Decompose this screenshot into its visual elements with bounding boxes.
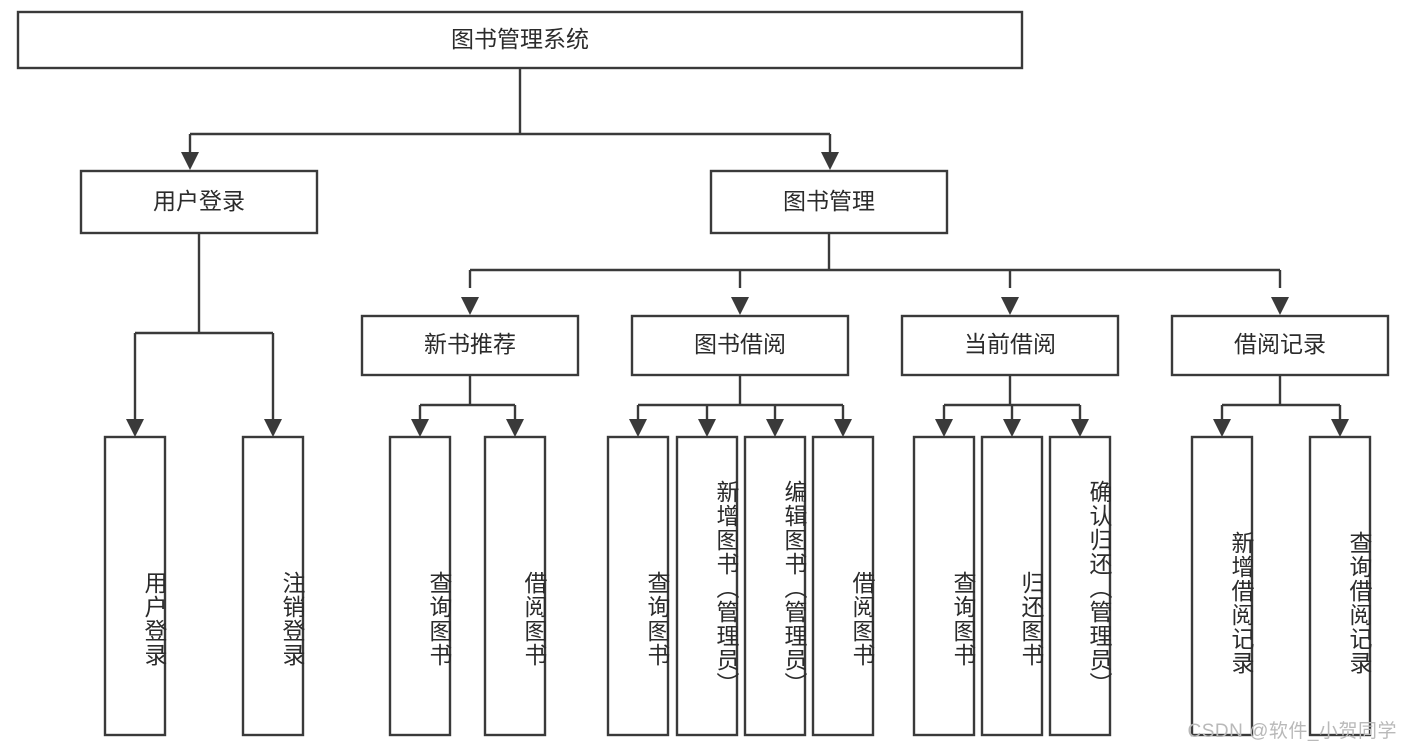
connector-group-root [181,68,839,170]
arrow-to-leaf-query-book-3 [935,419,953,437]
node-book-borrow[interactable]: 图书借阅 [630,314,850,377]
connector-group-borrow-record [1213,375,1349,437]
node-leaf-confirm-return-box[interactable] [1048,435,1112,737]
node-borrow-record-box[interactable] [1170,314,1390,377]
node-current-borrow-label: 当前借阅 [964,331,1056,357]
arrow-to-leaf-edit-book [766,419,784,437]
node-borrow-record[interactable]: 借阅记录 [1170,314,1390,377]
node-user-login-label: 用户登录 [153,188,245,214]
node-leaf-query-book-3-box[interactable] [912,435,976,737]
node-leaf-borrow-book-1-box[interactable] [483,435,547,737]
node-leaf-add-book-box[interactable] [675,435,739,737]
arrow-to-leaf-user-login [126,419,144,437]
node-root-box[interactable] [16,10,1024,70]
arrow-to-leaf-confirm-return [1071,419,1089,437]
arrow-to-leaf-query-book-1 [411,419,429,437]
connector-group-book-borrow [629,375,852,437]
node-leaf-add-record-box[interactable] [1190,435,1254,737]
node-leaf-logout-login-box[interactable] [241,435,305,737]
node-book-management-box[interactable] [709,169,949,235]
node-leaf-query-book-1-box[interactable] [388,435,452,737]
node-new-book-recommend[interactable]: 新书推荐 [360,314,580,377]
node-new-book-recommend-box[interactable] [360,314,580,377]
connector-group-book-management [461,233,1289,315]
node-user-login-box[interactable] [79,169,319,235]
arrow-to-leaf-return-book [1003,419,1021,437]
node-leaf-query-book-2-box[interactable] [606,435,670,737]
arrow-to-leaf-borrow-book-1 [506,419,524,437]
node-borrow-record-label: 借阅记录 [1234,331,1326,357]
node-user-login[interactable]: 用户登录 [79,169,319,235]
leaf-boxes [103,435,1372,737]
node-leaf-query-record-box[interactable] [1308,435,1372,737]
arrow-to-borrow-record [1271,297,1289,315]
arrow-to-leaf-add-book [698,419,716,437]
node-root-label: 图书管理系统 [451,26,589,52]
arrow-to-book-management [821,152,839,170]
node-leaf-return-book-box[interactable] [980,435,1044,737]
arrow-to-leaf-query-record [1331,419,1349,437]
arrow-to-leaf-borrow-book-2 [834,419,852,437]
node-root[interactable]: 图书管理系统 [16,10,1024,70]
node-new-book-recommend-label: 新书推荐 [424,331,516,357]
arrow-to-leaf-query-book-2 [629,419,647,437]
node-book-management-label: 图书管理 [783,188,875,214]
connector-group-user-login [126,233,282,437]
arrow-to-leaf-logout-login [264,419,282,437]
arrow-to-new-book-recommend [461,297,479,315]
node-book-borrow-box[interactable] [630,314,850,377]
node-current-borrow[interactable]: 当前借阅 [900,314,1120,377]
arrow-to-leaf-add-record [1213,419,1231,437]
node-leaf-borrow-book-2-box[interactable] [811,435,875,737]
node-leaf-edit-book-box[interactable] [743,435,807,737]
node-leaf-user-login-box[interactable] [103,435,167,737]
arrow-to-current-borrow [1001,297,1019,315]
node-current-borrow-box[interactable] [900,314,1120,377]
connector-group-new-book-recommend [411,375,524,437]
connector-group-current-borrow [935,375,1089,437]
watermark-label: CSDN @软件_小贺同学 [1187,721,1397,742]
arrow-to-book-borrow [731,297,749,315]
arrow-to-user-login [181,152,199,170]
node-book-borrow-label: 图书借阅 [694,331,786,357]
node-book-management[interactable]: 图书管理 [709,169,949,235]
